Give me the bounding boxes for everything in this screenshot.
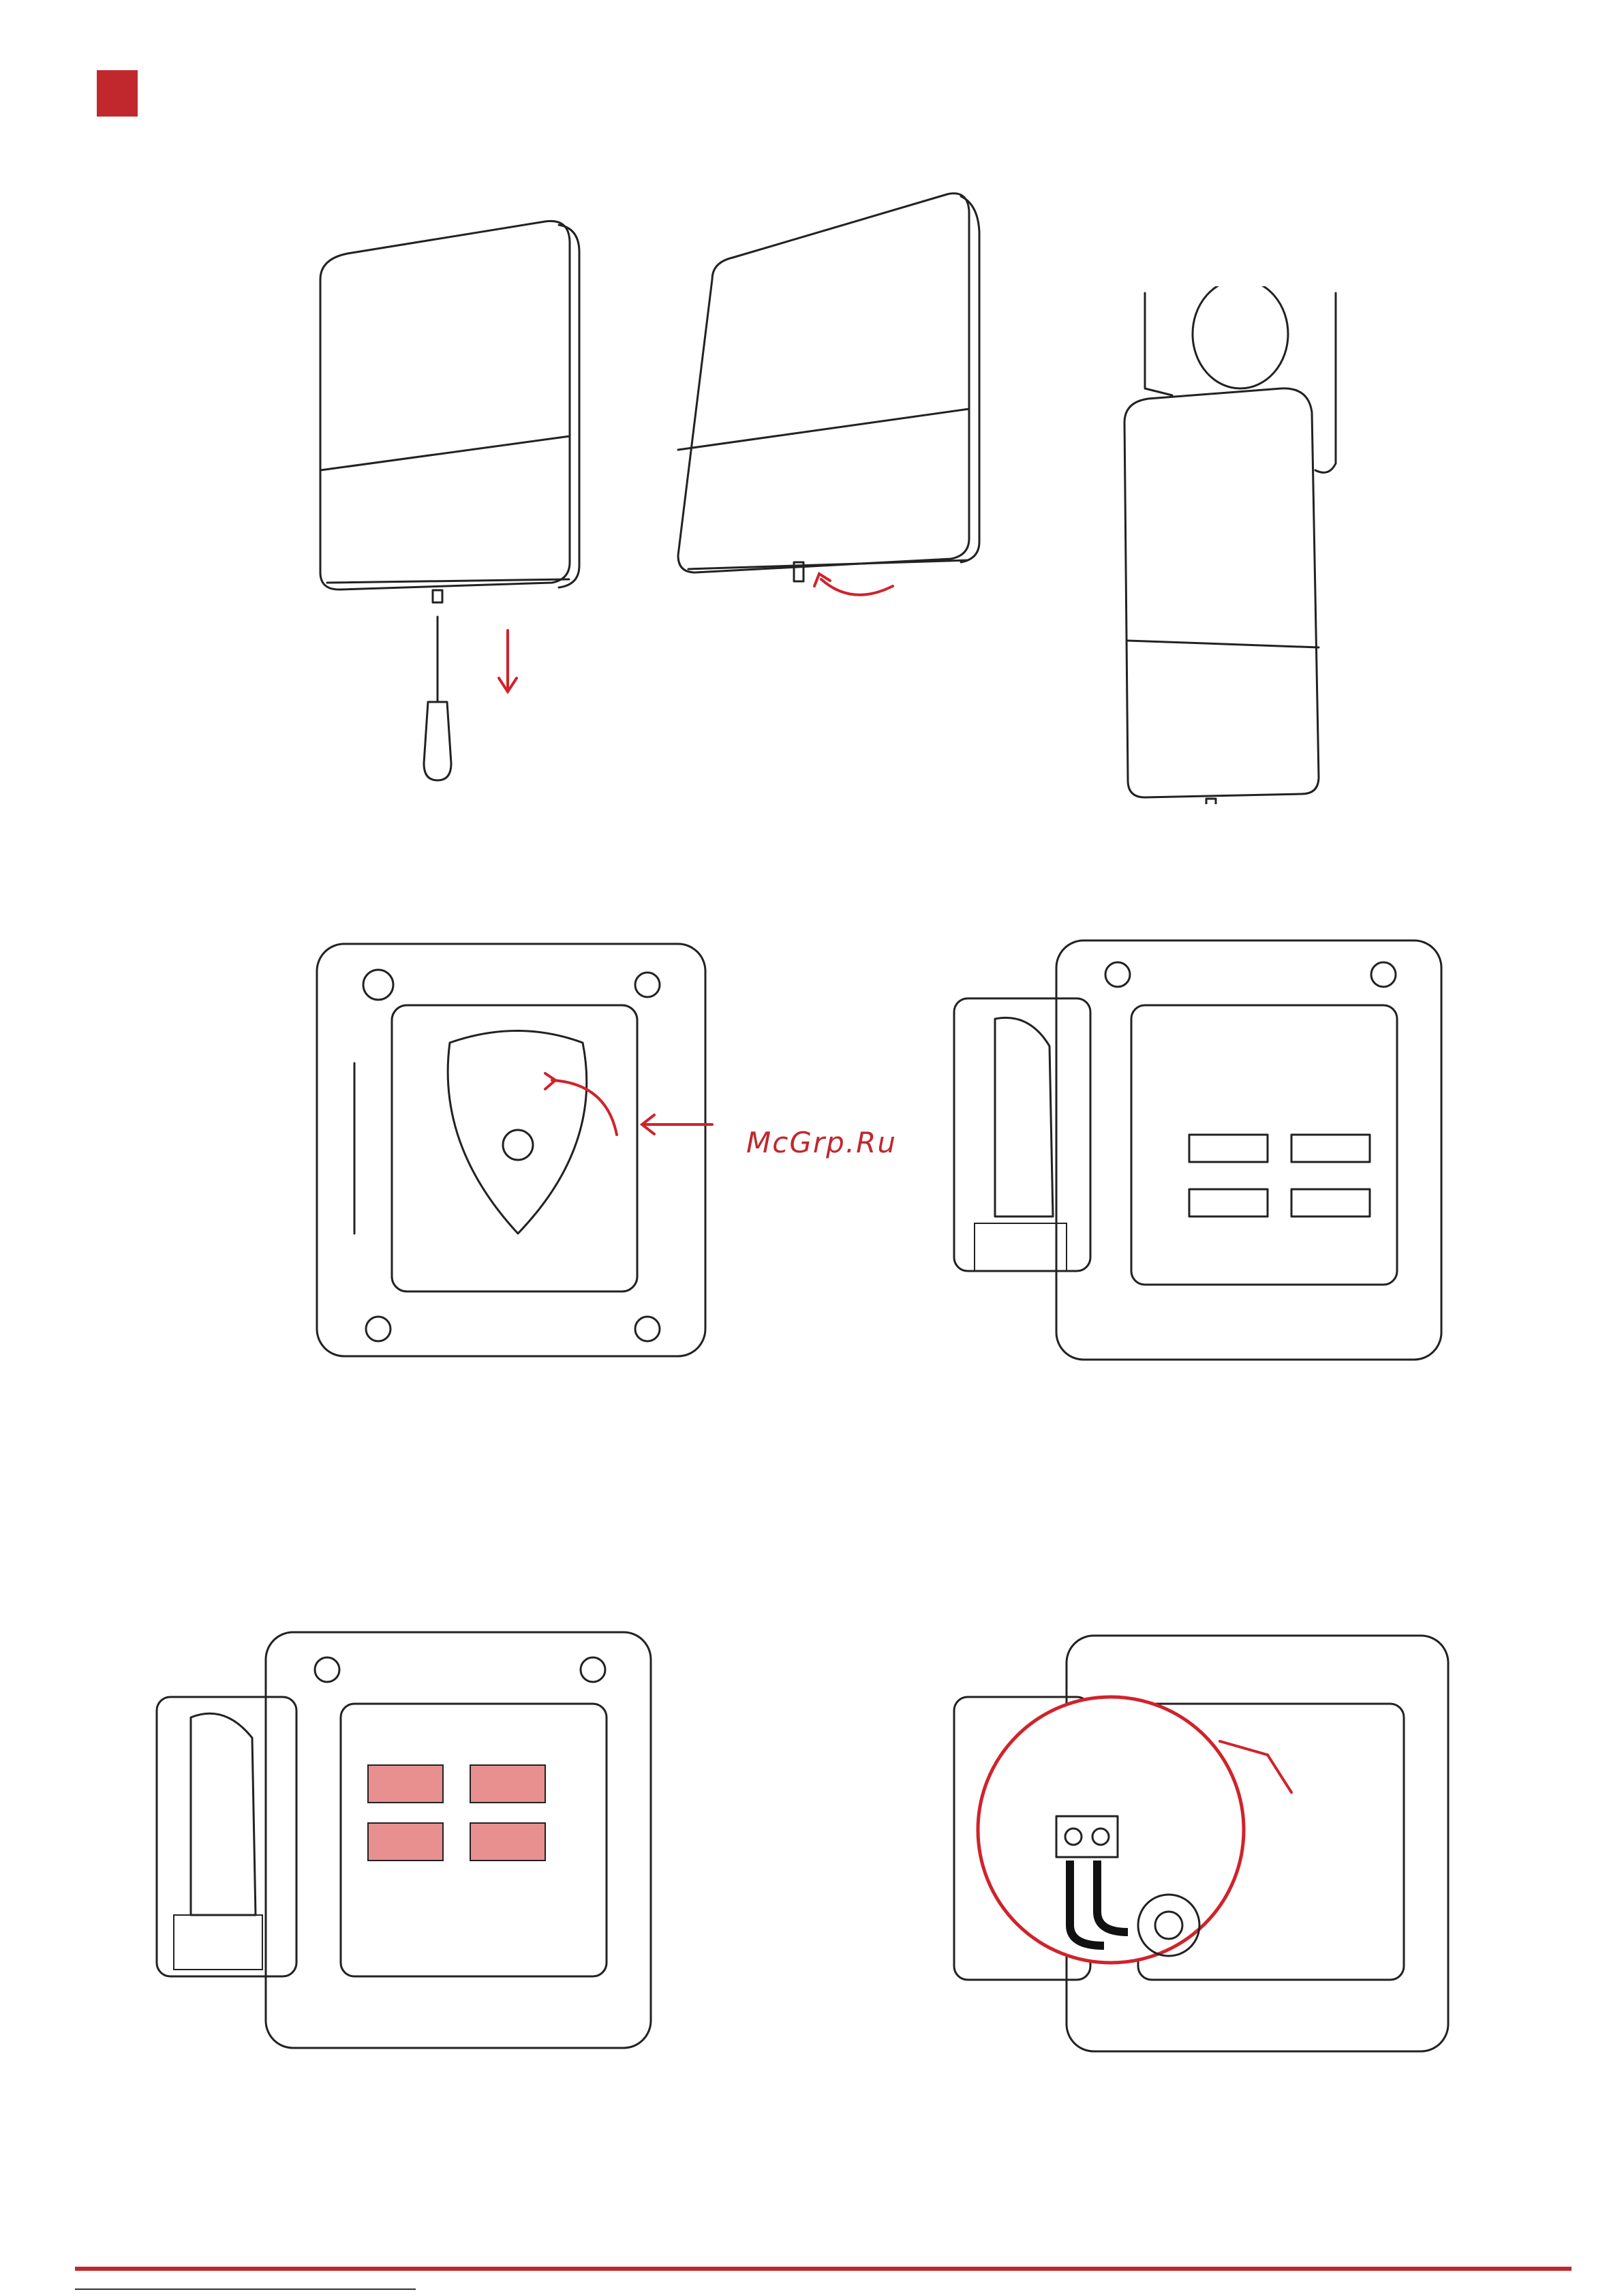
footer-thin-line [75,2289,416,2290]
figure-step-1 [300,211,586,797]
figure-step-5 [934,937,1445,1366]
battery-highlight [368,1765,545,1861]
figure-step-6 [143,1629,661,2051]
section-marker [97,70,138,117]
screwdriver-icon [424,617,451,780]
footer-rule [75,2267,1572,2271]
figure-step-4 [313,940,736,1363]
figure-step-3 [1104,286,1377,804]
figure-step-7 [947,1632,1452,2055]
watermark-text: McGrp.Ru [746,1126,897,1159]
figure-step-2 [675,184,995,620]
